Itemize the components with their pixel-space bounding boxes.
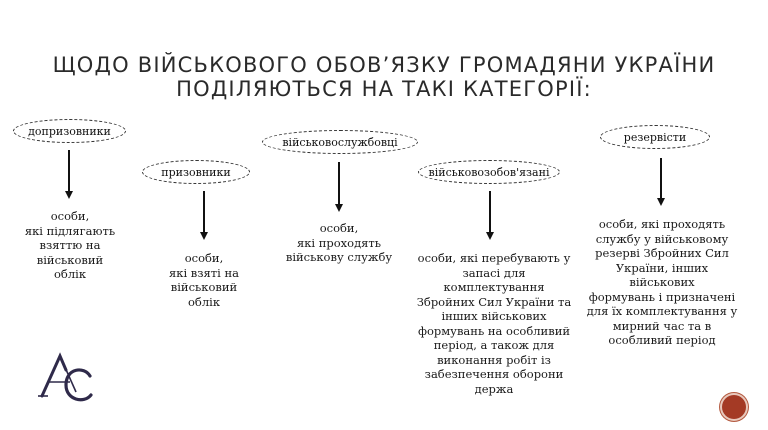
desc-line: облік bbox=[53, 267, 87, 281]
slide-title-line-2: ПОДІЛЯЮТЬСЯ НА ТАКІ КАТЕГОРІЇ: bbox=[176, 77, 592, 101]
desc-line: особи, bbox=[184, 251, 224, 265]
ac-monogram-logo bbox=[38, 352, 93, 402]
desc-line: резерві Збройних Сил bbox=[595, 246, 729, 260]
slide-title-line-1: ЩОДО ВІЙСЬКОВОГО ОБОВ’ЯЗКУ ГРОМАДЯНИ УКР… bbox=[52, 53, 716, 77]
desc-line: інших військових bbox=[441, 309, 547, 323]
category-pryzovnyky: призовники bbox=[142, 160, 250, 184]
desc-line: особи, які проходять bbox=[598, 217, 726, 231]
desc-line: які підлягають bbox=[24, 223, 116, 238]
category-viiskovozoboviazani: військовозобов'язані bbox=[418, 160, 560, 184]
desc-line: для їх комплектування у bbox=[586, 304, 738, 318]
desc-line: особи, bbox=[50, 209, 90, 223]
description-viiskovozoboviazani: особи, які перебувають у запасі для комп… bbox=[414, 251, 574, 396]
slide-nav-button[interactable] bbox=[722, 395, 746, 419]
desc-line: період, а також для bbox=[433, 338, 555, 352]
desc-line: облік bbox=[187, 294, 221, 309]
category-rezervisty: резервісти bbox=[600, 125, 710, 149]
description-doprizovnyky: особи, які підлягають взяттю на військов… bbox=[14, 209, 126, 282]
slide-title: ЩОДО ВІЙСЬКОВОГО ОБОВ’ЯЗКУ ГРОМАДЯНИ УКР… bbox=[40, 53, 728, 101]
category-viiskovosluzhbovtsi: військовослужбовці bbox=[262, 130, 418, 154]
desc-line: взяттю на bbox=[39, 238, 101, 252]
desc-line: запасі для bbox=[462, 265, 526, 280]
desc-line: особи, які перебувають у bbox=[417, 251, 571, 265]
description-viiskovosluzhbovtsi: особи, які проходять військову службу bbox=[274, 221, 404, 265]
desc-line: мирний час та в bbox=[612, 318, 712, 333]
desc-line: забезпечення оборони bbox=[424, 367, 564, 381]
desc-line: виконання робіт із bbox=[437, 352, 551, 367]
description-pryzovnyky: особи, які взяті на військовий облік bbox=[148, 251, 260, 309]
desc-line: України, інших військових bbox=[615, 260, 709, 290]
desc-line: комплектування bbox=[443, 280, 545, 294]
desc-line: держа bbox=[474, 381, 514, 396]
desc-line: особи, bbox=[319, 221, 359, 235]
desc-line: особливий період bbox=[608, 333, 716, 347]
category-doprizovnyky: допризовники bbox=[13, 119, 126, 143]
desc-line: які взяті на bbox=[169, 265, 239, 280]
desc-line: військовий bbox=[170, 280, 238, 294]
desc-line: формувань і призначені bbox=[588, 289, 736, 304]
desc-line: Збройних Сил України та bbox=[416, 294, 572, 309]
desc-line: військову службу bbox=[285, 250, 393, 264]
desc-line: військовий bbox=[36, 252, 104, 267]
description-rezervisty: особи, які проходять службу у військовом… bbox=[582, 217, 742, 348]
desc-line: службу у військовому bbox=[595, 231, 729, 246]
desc-line: які проходять bbox=[296, 235, 382, 250]
desc-line: формувань на особливий bbox=[417, 323, 571, 338]
